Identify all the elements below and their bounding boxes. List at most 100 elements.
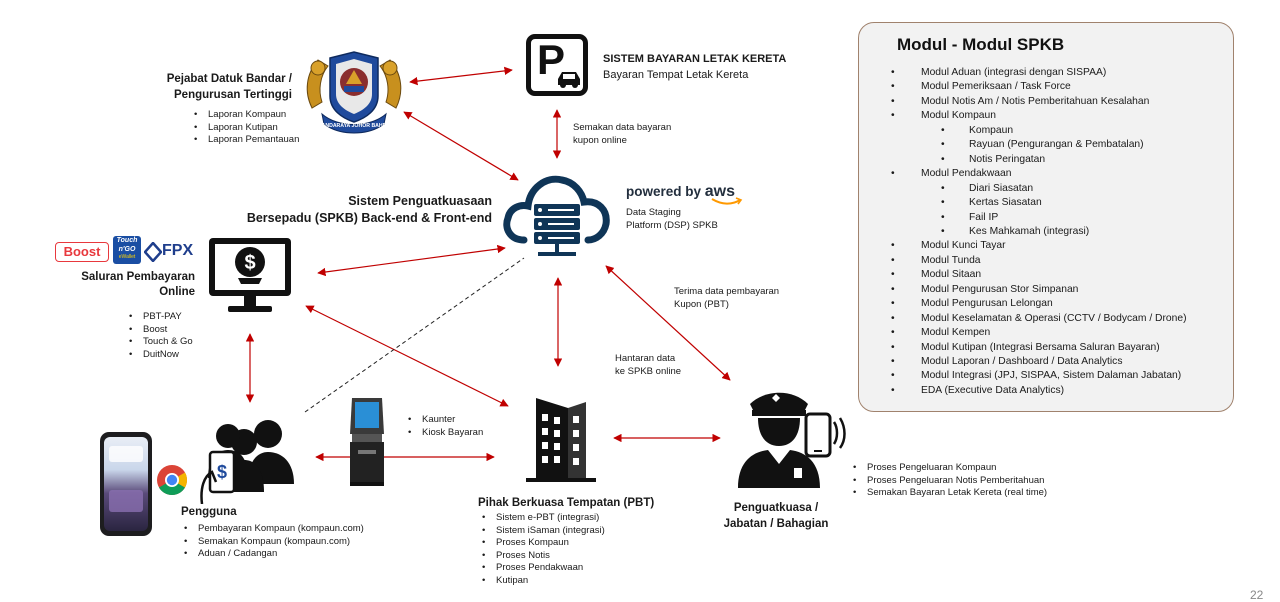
- kiosk-icon: [350, 398, 384, 486]
- modules-title: Modul - Modul SPKB: [897, 35, 1065, 54]
- car-icon: [558, 72, 580, 88]
- fpx-mark-icon: [144, 242, 162, 262]
- dashed-pengguna-spkb: [304, 257, 525, 413]
- spkb-title-line1: Sistem Penguatkuasaan: [348, 194, 492, 208]
- list-item: Proses Pengeluaran Notis Pemberitahuan: [851, 475, 1047, 488]
- touchngo-top: Touch: [116, 237, 138, 244]
- powered-by-text: powered by: [626, 184, 702, 199]
- penguatkuasa-title-line2: Jabatan / Bahagian: [723, 518, 829, 530]
- saluran-title: Saluran Pembayaran Online: [70, 270, 195, 300]
- building-icon: [526, 398, 596, 482]
- module-item: EDA (Executive Data Analytics): [891, 385, 1064, 396]
- module-item: Modul Kompaun: [891, 110, 996, 121]
- module-item: Modul Pengurusan Lelongan: [891, 298, 1053, 309]
- module-item: Modul Pemeriksaan / Task Force: [891, 81, 1071, 92]
- staging-line2: Platform (DSP) SPKB: [626, 219, 718, 231]
- list-item: Proses Pengeluaran Kompaun: [851, 462, 1047, 475]
- list-item: DuitNow: [127, 349, 193, 362]
- module-item: Modul Kunci Tayar: [891, 240, 1005, 251]
- cloud-server-icon: [503, 175, 610, 256]
- module-item: Fail IP: [941, 212, 998, 223]
- arrow-pejabat-spkb: [403, 111, 519, 181]
- spkb-title: Sistem Penguatkuasaan Bersepadu (SPKB) B…: [230, 193, 492, 227]
- enforcement-officer-icon: [738, 392, 846, 488]
- terima-line2: Kupon (PBT): [674, 298, 729, 310]
- terima-line1: Terima data pembayaran: [674, 286, 780, 297]
- module-item: Diari Siasatan: [941, 183, 1033, 194]
- hantaran-label: Hantaran data ke SPKB online: [615, 353, 681, 378]
- penguatkuasa-title-line1: Penguatkuasa /: [733, 502, 819, 514]
- pengguna-title: Pengguna: [181, 506, 237, 518]
- penguatkuasa-title: Penguatkuasa / Jabatan / Bahagian: [711, 500, 841, 532]
- list-item: Laporan Kutipan: [192, 122, 299, 135]
- list-item: Semakan Kompaun (kompaun.com): [182, 536, 364, 549]
- parking-subtitle: Bayaran Tempat Letak Kereta: [603, 69, 749, 81]
- crest-text: BANDARAYA JOHOR BAHRU: [318, 123, 391, 129]
- boost-logo: Boost: [55, 242, 109, 262]
- saluran-title-line2: Online: [159, 286, 195, 298]
- list-item: Sistem e-PBT (integrasi): [480, 512, 605, 525]
- hantaran-line1: Hantaran data: [615, 353, 676, 364]
- parking-icon: P: [526, 34, 588, 96]
- module-item: Kertas Siasatan: [941, 197, 1042, 208]
- powered-by-aws: powered by aws: [626, 183, 735, 201]
- module-item: Notis Peringatan: [941, 154, 1045, 165]
- module-item: Modul Integrasi (JPJ, SISPAA, Sistem Dal…: [891, 370, 1181, 381]
- saluran-title-line1: Saluran Pembayaran: [81, 271, 195, 283]
- module-item: Modul Pengurusan Stor Simpanan: [891, 284, 1079, 295]
- module-item: Kompaun: [941, 125, 1013, 136]
- pejabat-title: Pejabat Datuk Bandar / Pengurusan Tertin…: [152, 71, 292, 103]
- parking-title: SISTEM BAYARAN LETAK KERETA: [603, 53, 787, 65]
- hantaran-line2: ke SPKB online: [615, 365, 682, 377]
- pbt-title: Pihak Berkuasa Tempatan (PBT): [478, 497, 655, 509]
- list-item: Aduan / Cadangan: [182, 548, 364, 561]
- touchngo-mid: n'GO: [118, 246, 136, 253]
- list-item: Kaunter: [406, 414, 483, 427]
- module-item: Modul Laporan / Dashboard / Data Analyti…: [891, 356, 1123, 367]
- staging-line1: Data Staging: [626, 207, 681, 218]
- module-item: Modul Kempen: [891, 327, 990, 338]
- fpx-logo: FPX: [162, 242, 194, 259]
- saluran-list: PBT-PAY Boost Touch & Go DuitNow: [127, 311, 193, 361]
- module-item: Modul Sitaan: [891, 269, 981, 280]
- semakan-line2: kupon online: [573, 134, 627, 146]
- slide-number: 22: [1250, 588, 1264, 602]
- monitor-dollar-icon: $: [209, 238, 291, 312]
- list-item: Semakan Bayaran Letak Kereta (real time): [851, 487, 1047, 500]
- pengguna-list: Pembayaran Kompaun (kompaun.com) Semakan…: [182, 523, 364, 561]
- list-item: Touch & Go: [127, 336, 193, 349]
- terima-label: Terima data pembayaran Kupon (PBT): [674, 286, 779, 311]
- modules-panel: Modul - Modul SPKB Modul Aduan (integras…: [858, 22, 1234, 412]
- list-item: Kutipan: [480, 575, 605, 588]
- spkb-title-line2: Bersepadu (SPKB) Back-end & Front-end: [246, 211, 492, 225]
- chrome-icon: [157, 465, 188, 496]
- arrow-saluran-spkb: [317, 244, 506, 277]
- pbt-list: Sistem e-PBT (integrasi) Sistem iSaman (…: [480, 512, 605, 588]
- smartphone-icon: [100, 432, 152, 536]
- svg-text:$: $: [244, 252, 255, 274]
- semakan-label: Semakan data bayaran kupon online: [573, 122, 671, 147]
- touchngo-logo: Touch n'GO eWallet: [113, 236, 141, 264]
- users-group-icon: $: [200, 420, 294, 504]
- touchngo-bottom: eWallet: [118, 254, 136, 260]
- list-item: Laporan Kompaun: [192, 109, 299, 122]
- list-item: Proses Pendakwaan: [480, 562, 605, 575]
- arrow-saluran-pbt: [305, 305, 509, 407]
- module-item: Rayuan (Pengurangan & Pembatalan): [941, 139, 1144, 150]
- module-item: Modul Aduan (integrasi dengan SISPAA): [891, 67, 1106, 78]
- city-crest-logo: BANDARAYA JOHOR BAHRU: [306, 51, 402, 134]
- staging-label: Data Staging Platform (DSP) SPKB: [626, 207, 718, 232]
- list-item: Sistem iSaman (integrasi): [480, 525, 605, 538]
- kiosk-list: Kaunter Kiosk Bayaran: [406, 414, 483, 439]
- module-item: Modul Kutipan (Integrasi Bersama Saluran…: [891, 342, 1160, 353]
- arrow-spkb-penguatkuasa: [605, 265, 731, 381]
- module-item: Modul Pendakwaan: [891, 168, 1012, 179]
- list-item: Proses Kompaun: [480, 537, 605, 550]
- module-item: Modul Keselamatan & Operasi (CCTV / Body…: [891, 313, 1186, 324]
- module-item: Modul Tunda: [891, 255, 980, 266]
- list-item: Kiosk Bayaran: [406, 427, 483, 440]
- semakan-line1: Semakan data bayaran: [573, 122, 672, 133]
- pejabat-list: Laporan Kompaun Laporan Kutipan Laporan …: [192, 109, 299, 147]
- penguatkuasa-list: Proses Pengeluaran Kompaun Proses Pengel…: [851, 462, 1047, 500]
- list-item: Laporan Pemantauan: [192, 134, 299, 147]
